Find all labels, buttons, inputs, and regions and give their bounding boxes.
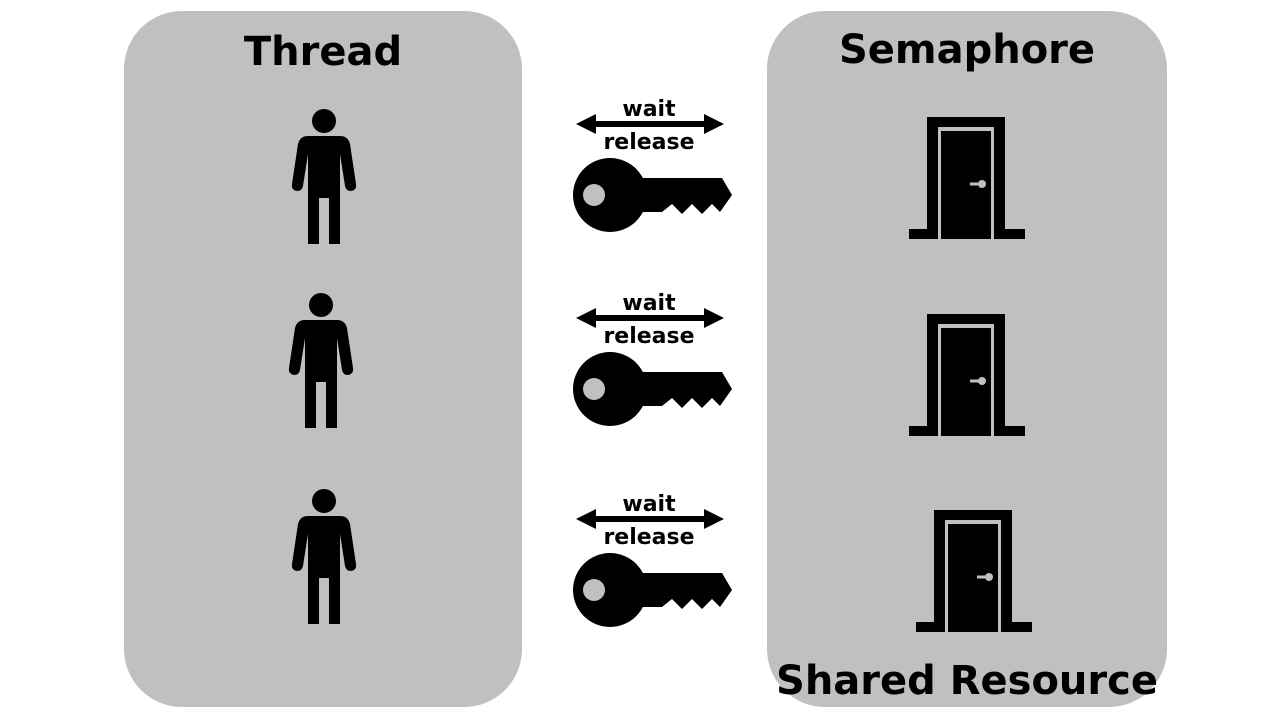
thread-panel-title: Thread (243, 29, 403, 75)
key-icon (573, 553, 732, 627)
key-icon (573, 352, 732, 426)
thread-panel: Thread (124, 11, 522, 707)
key-icon (573, 158, 732, 232)
shared-resource-label: Shared Resource (776, 658, 1158, 704)
double-arrow-icon (576, 509, 724, 529)
release-label: release (603, 525, 695, 550)
wait-label: wait (622, 291, 676, 316)
person-icon (291, 489, 357, 624)
release-label: release (603, 324, 695, 349)
person-icon (291, 109, 357, 244)
door-icon (909, 117, 1025, 239)
door-icon (916, 510, 1032, 632)
double-arrow-icon (576, 308, 724, 328)
release-label: release (603, 130, 695, 155)
link-row: wait release (573, 97, 744, 238)
semaphore-panel: Semaphore Shared Resource (767, 11, 1167, 707)
link-row: wait release (573, 291, 744, 432)
person-icon (288, 293, 354, 428)
door-icon (909, 314, 1025, 436)
wait-label: wait (622, 492, 676, 517)
double-arrow-icon (576, 114, 724, 134)
wait-label: wait (622, 97, 676, 122)
semaphore-panel-title: Semaphore (838, 27, 1096, 73)
link-row: wait release (573, 492, 744, 633)
